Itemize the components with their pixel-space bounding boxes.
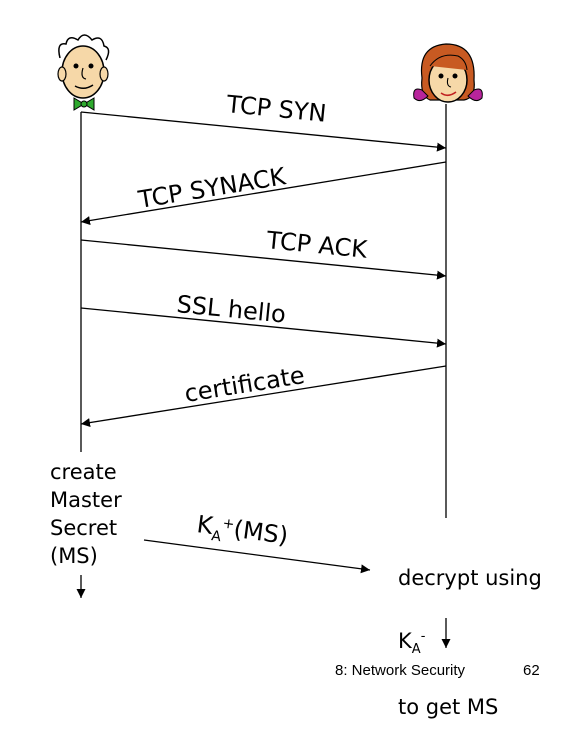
msg-arrow-tcp-ack [80, 239, 447, 280]
msg-label-certificate: certificate [183, 361, 307, 408]
right-note-line1: decrypt using [398, 566, 542, 590]
msg-label-ssl-hello: SSL hello [175, 290, 287, 329]
msg-label-tcp-syn: TCP SYN [224, 90, 327, 128]
key-base: K [195, 510, 216, 540]
left-note-create-master-secret: create Master Secret (MS) [50, 460, 122, 568]
msg-arrow-tcp-syn [80, 111, 447, 152]
right-note-key: KA- [398, 622, 542, 664]
msg-label-tcp-ack: TCP ACK [264, 226, 369, 264]
msg-arrow-key-ms [143, 539, 371, 574]
ssl-handshake-diagram: TCP SYN TCP SYNACK TCP ACK SSL hello cer… [57, 34, 483, 648]
msg-arrow-tcp-synack [80, 161, 447, 225]
key-subscript: A [210, 528, 222, 545]
msg-arrow-certificate [80, 365, 447, 428]
msg-label-key-ms: KA+(MS) [195, 510, 290, 554]
right-key-subscript: A [411, 642, 421, 658]
page-number: 62 [523, 662, 540, 679]
woman-avatar-icon [413, 43, 483, 103]
man-avatar-icon [57, 34, 110, 111]
right-key-base: K [398, 629, 412, 653]
right-note-decrypt: decrypt using KA- to get MS [398, 535, 542, 751]
right-key-superscript: - [420, 629, 426, 644]
key-suffix: (MS) [232, 515, 290, 550]
key-superscript: + [222, 515, 236, 532]
footer-title: 8: Network Security [335, 662, 466, 679]
msg-arrow-ssl-hello [80, 307, 447, 348]
msg-label-tcp-synack: TCP SYNACK [135, 162, 288, 214]
